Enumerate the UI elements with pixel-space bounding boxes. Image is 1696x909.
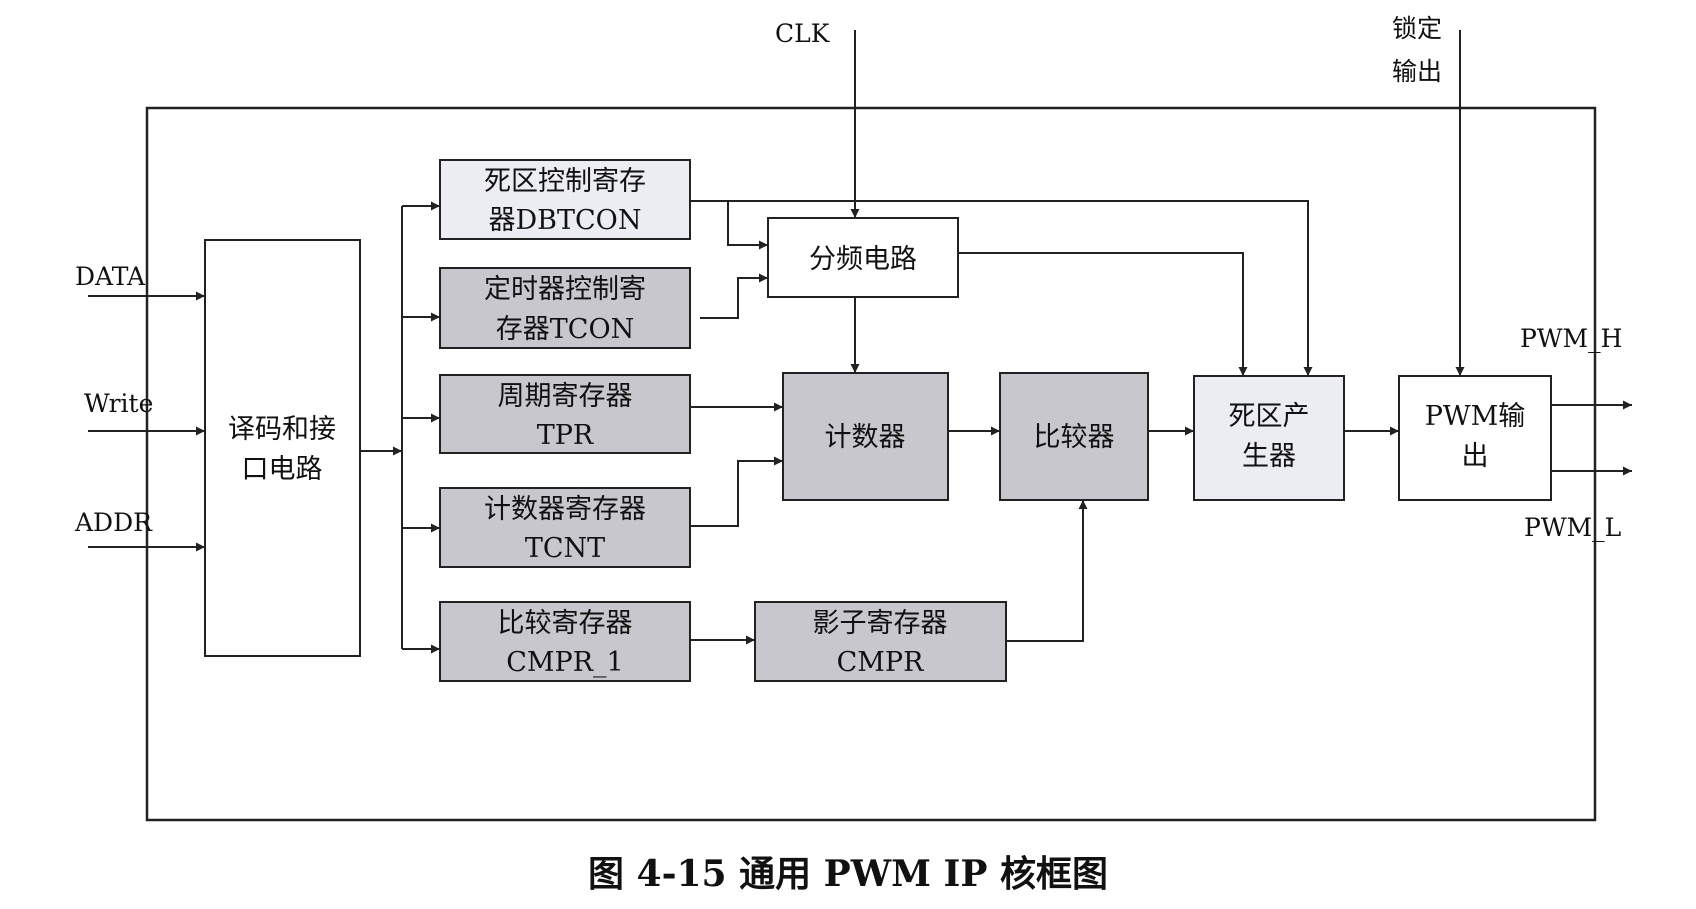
pwm-output-label-line1: PWM输 [1425, 401, 1526, 432]
deadband-generator-block: 死区产 生器 [1193, 375, 1345, 501]
addr-signal-label: ADDR [74, 508, 153, 537]
deadband-generator-label-line2: 生器 [1242, 441, 1296, 472]
counter-box [782, 372, 949, 501]
divider-box [767, 217, 959, 298]
divider-label: 分频电路 [809, 244, 917, 275]
pwm-output-block: PWM输 出 [1398, 375, 1552, 501]
comparator-block: 比较器 [999, 372, 1149, 501]
tcon-label-line2: 存器TCON [496, 314, 634, 345]
dbtcon-to-divider-wire [690, 200, 768, 250]
tpr-label-line1: 周期寄存器 [498, 381, 633, 412]
tcnt-box [439, 487, 691, 568]
tpr-box [439, 374, 691, 454]
dbtcon-block: 死区控制寄存 器DBTCON [439, 159, 691, 240]
tcon-box [439, 267, 691, 349]
shadow-register-block: 影子寄存器 CMPR [754, 601, 1007, 682]
clk-signal-label: CLK [775, 19, 831, 48]
dbtcon-to-deadband-wire [728, 200, 1313, 376]
tpr-block: 周期寄存器 TPR [439, 374, 691, 454]
divider-to-deadband-wire [958, 252, 1248, 376]
cmpr1-label-line2: CMPR_1 [506, 647, 623, 678]
shadow-to-comparator-wire [1006, 500, 1088, 642]
tcnt-label-line1: 计数器寄存器 [484, 494, 646, 525]
tcon-to-divider-wire [700, 273, 768, 319]
decoder-label-line2: 口电路 [242, 454, 323, 485]
write-signal-label: Write [84, 389, 153, 418]
dbtcon-label-line2: 器DBTCON [489, 205, 642, 236]
decoder-box [204, 239, 361, 657]
tcon-label-line1: 定时器控制寄 [484, 274, 646, 305]
shadow-register-label-line2: CMPR [837, 647, 924, 678]
lock-output-label-line2: 输出 [1392, 57, 1442, 86]
comparator-label: 比较器 [1034, 422, 1115, 453]
tcon-block: 定时器控制寄 存器TCON [439, 267, 691, 349]
cmpr1-box [439, 601, 691, 682]
decoder-block: 译码和接 口电路 [204, 239, 361, 657]
figure-caption: 图 4-15 通用 PWM IP 核框图 [588, 853, 1108, 895]
tcnt-label-line2: TCNT [525, 533, 605, 564]
connection-wires [88, 30, 1632, 654]
divider-block: 分频电路 [767, 217, 959, 298]
shadow-register-box [754, 601, 1007, 682]
lock-output-label-line1: 锁定 [1392, 14, 1442, 43]
tcnt-block: 计数器寄存器 TCNT [439, 487, 691, 568]
deadband-generator-label-line1: 死区产 [1229, 401, 1310, 432]
deadband-generator-box [1193, 375, 1345, 501]
cmpr1-block: 比较寄存器 CMPR_1 [439, 601, 691, 682]
counter-block: 计数器 [782, 372, 949, 501]
cmpr1-label-line1: 比较寄存器 [498, 608, 633, 639]
data-signal-label: DATA [75, 262, 146, 291]
decoder-label-line1: 译码和接 [228, 414, 336, 445]
pwm-h-signal-label: PWM_H [1520, 324, 1622, 353]
shadow-register-label-line1: 影子寄存器 [813, 608, 948, 639]
comparator-box [999, 372, 1149, 501]
pwm-l-signal-label: PWM_L [1524, 513, 1621, 542]
tcnt-to-counter-wire [690, 456, 783, 527]
pwm-output-box [1398, 375, 1552, 501]
pwm-output-label-line2: 出 [1462, 441, 1489, 472]
dbtcon-box [439, 159, 691, 240]
dbtcon-label-line1: 死区控制寄存 [484, 166, 646, 197]
ip-core-boundary [145, 106, 1597, 822]
counter-label: 计数器 [825, 422, 906, 453]
tpr-label-line2: TPR [537, 420, 594, 451]
